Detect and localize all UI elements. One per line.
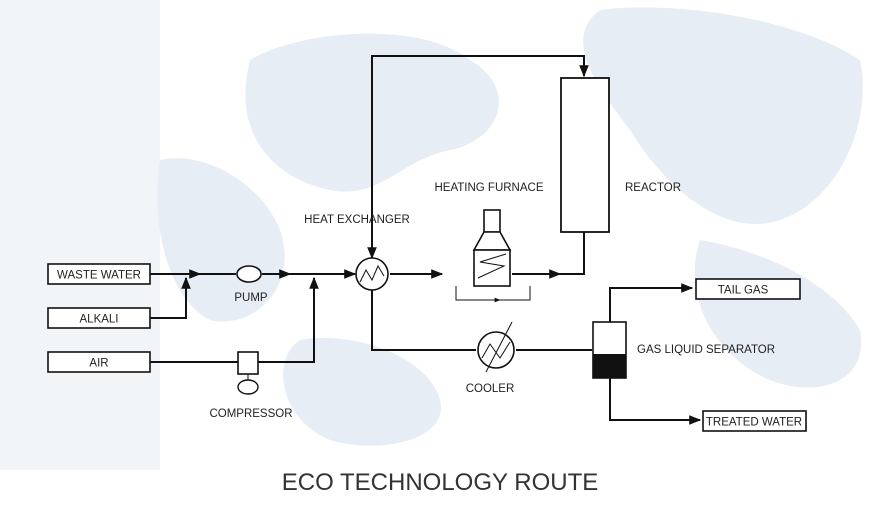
heat-exchanger-icon [355, 257, 389, 291]
pipe-exchanger-to-cooler [371, 290, 476, 351]
pipe-tail-gas [609, 283, 694, 322]
waste-water-input: WASTE WATER [47, 263, 151, 285]
tail-gas-output: TAIL GAS [695, 278, 801, 300]
cooler-icon [477, 331, 515, 369]
pipe-reactor-to-exchanger [371, 55, 589, 258]
separator-label: GAS LIQUID SEPARATOR [637, 344, 775, 356]
tail-gas-label: TAIL GAS [718, 285, 769, 297]
compressor-motor-icon [237, 379, 259, 395]
alkali-label: ALKALI [80, 314, 119, 326]
cooler-label: COOLER [466, 383, 515, 395]
furnace-body-icon [473, 249, 511, 287]
heat-exchanger-label: HEAT EXCHANGER [304, 214, 410, 226]
pump-label: PUMP [234, 292, 268, 304]
separator-liquid-level [593, 354, 626, 378]
compressor: COMPRESSOR [209, 351, 293, 420]
gas-liquid-separator: GAS LIQUID SEPARATOR [592, 321, 775, 379]
pipe-furnace-to-reactor [512, 232, 585, 275]
pump-icon [236, 265, 262, 283]
diagram-title: ECO TECHNOLOGY ROUTE [282, 469, 599, 496]
pipe-furnace-bypass [455, 286, 531, 301]
heating-furnace-label: HEATING FURNACE [434, 182, 543, 194]
pipe-treated-water [609, 378, 702, 425]
cooler: COOLER [466, 321, 515, 395]
alkali-input: ALKALI [47, 307, 151, 329]
compressor-label: COMPRESSOR [209, 408, 292, 420]
heating-furnace: HEATING FURNACE [434, 182, 544, 287]
treated-water-label: TREATED WATER [706, 417, 802, 429]
air-label: AIR [89, 358, 108, 370]
furnace-stack-icon [483, 209, 501, 233]
heat-exchanger: HEAT EXCHANGER [304, 214, 410, 291]
reactor-vessel-icon [560, 77, 610, 233]
pump: PUMP [234, 265, 268, 304]
pipe-alkali [150, 276, 191, 319]
world-map-background [0, 0, 863, 470]
air-input: AIR [47, 351, 151, 373]
pipe-compressor-up [258, 276, 319, 363]
reactor: REACTOR [560, 77, 681, 233]
compressor-icon [237, 351, 259, 375]
piping [150, 55, 702, 425]
treated-water-output: TREATED WATER [702, 410, 807, 432]
reactor-label: REACTOR [625, 182, 681, 194]
waste-water-label: WASTE WATER [57, 270, 141, 282]
